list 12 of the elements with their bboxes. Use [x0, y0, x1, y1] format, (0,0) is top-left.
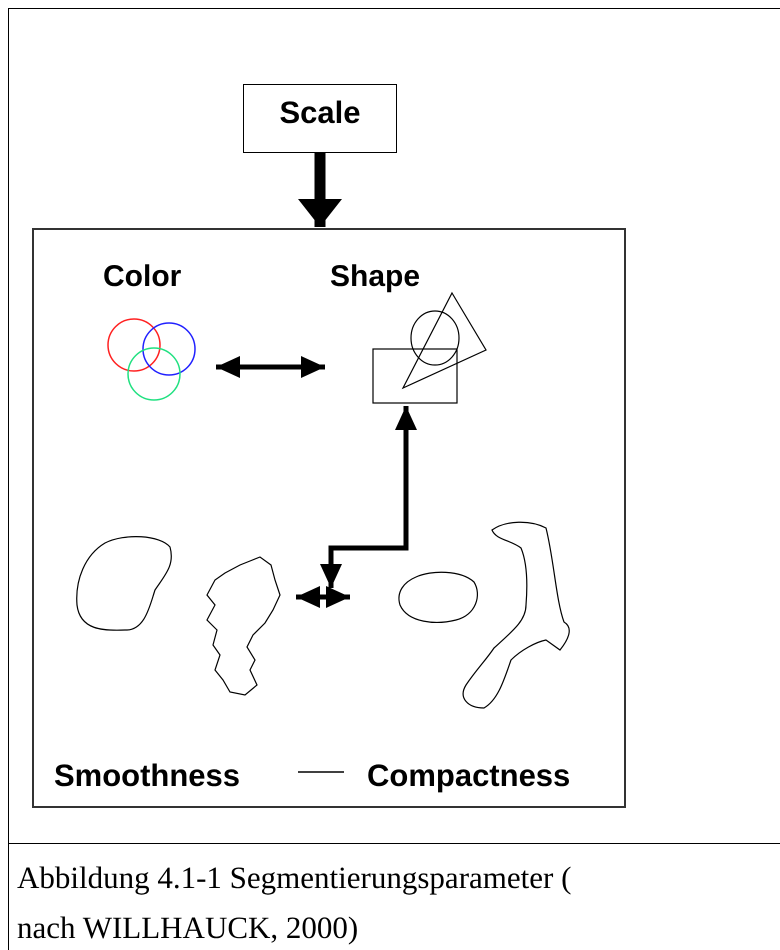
frame-box [32, 228, 626, 808]
heading-label: Color [103, 260, 182, 294]
heading-label: Smoothness [54, 758, 240, 794]
arrow [298, 153, 342, 227]
heading-label: Compactness [367, 758, 570, 794]
arrow [296, 586, 350, 608]
figure-caption: Abbildung 4.1-1 Segmentierungsparameter ( nach WILLHAUCK, 2000) [17, 859, 572, 947]
connector-line [298, 771, 344, 773]
arrow [320, 406, 417, 588]
heading-label: Shape [330, 260, 420, 294]
arrow [216, 356, 325, 378]
process-box: Scale [243, 84, 397, 153]
